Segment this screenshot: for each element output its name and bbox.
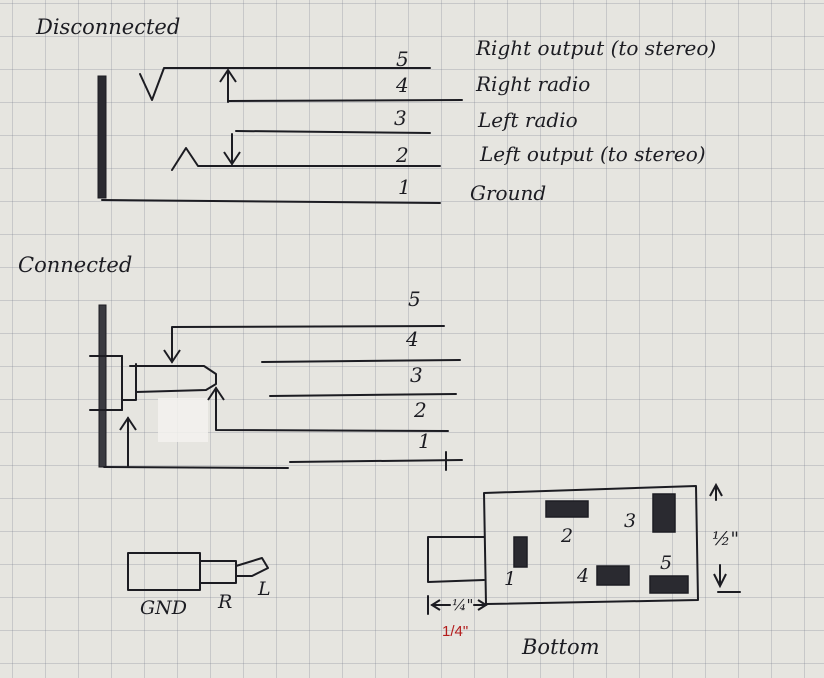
connected-title: Connected — [18, 253, 132, 277]
disconnected-pin-1-number: 1 — [398, 175, 411, 199]
connected-pin-3-number: 3 — [410, 363, 423, 387]
plug-sketch — [127, 552, 269, 591]
connected-pin-5-number: 5 — [408, 287, 421, 311]
connected-pin-4-number: 4 — [405, 327, 419, 351]
pad-5 — [649, 575, 689, 594]
disconnected-title: Disconnected — [35, 15, 180, 39]
pin-4-label: Right radio — [475, 72, 590, 96]
connected-pin-numbers: 5 4 3 2 1 — [405, 287, 431, 453]
disconnected-jack-body — [97, 75, 441, 204]
pin-3-label: Left radio — [477, 108, 578, 132]
disconnected-pin-2-number: 2 — [395, 143, 409, 167]
pin-5-label: Right output (to stereo) — [475, 36, 716, 60]
plug-gnd-label: GND — [140, 597, 187, 619]
pad-4 — [596, 565, 630, 586]
connected-contacts — [119, 325, 461, 467]
pad-5-number: 5 — [660, 552, 672, 574]
height-dimension: ½" — [709, 482, 741, 593]
bottom-view-pads — [513, 493, 689, 594]
pin-2-label: Left output (to stereo) — [479, 142, 706, 166]
pad-1 — [513, 536, 528, 568]
bottom-view-outline — [427, 485, 699, 605]
pad-2 — [545, 500, 589, 518]
pin-1-label: Ground — [470, 181, 546, 205]
pad-1-number: 1 — [504, 568, 516, 590]
disconnected-pin-labels: Right output (to stereo) Right radio Lef… — [470, 36, 716, 205]
disconnected-pin-5-number: 5 — [396, 47, 409, 71]
disconnected-pin-numbers: 5 4 3 2 1 — [394, 47, 411, 199]
width-label: ¼" — [452, 596, 473, 614]
disconnected-pin-4-number: 4 — [395, 73, 409, 97]
pad-2-number: 2 — [560, 525, 573, 547]
pad-3 — [652, 493, 676, 533]
plug-labels: GND R L — [140, 578, 271, 619]
height-label: ½" — [712, 528, 739, 550]
pad-4-number: 4 — [576, 565, 589, 587]
inserted-plug — [121, 363, 217, 442]
connected-pin-1-number: 1 — [418, 429, 431, 453]
plug-r-label: R — [217, 591, 232, 613]
pad-3-number: 3 — [624, 510, 636, 532]
disconnected-contacts — [139, 67, 463, 171]
connected-pin-2-number: 2 — [413, 398, 427, 422]
width-dimension: ¼" — [427, 595, 488, 615]
plug-l-label: L — [257, 578, 271, 600]
bottom-view-pad-numbers: 1 2 3 4 5 — [504, 510, 672, 590]
width-annotation: 1/4" — [442, 623, 468, 640]
bottom-view-title: Bottom — [521, 635, 600, 659]
disconnected-pin-3-number: 3 — [394, 106, 407, 130]
connected-jack-body — [89, 304, 463, 471]
